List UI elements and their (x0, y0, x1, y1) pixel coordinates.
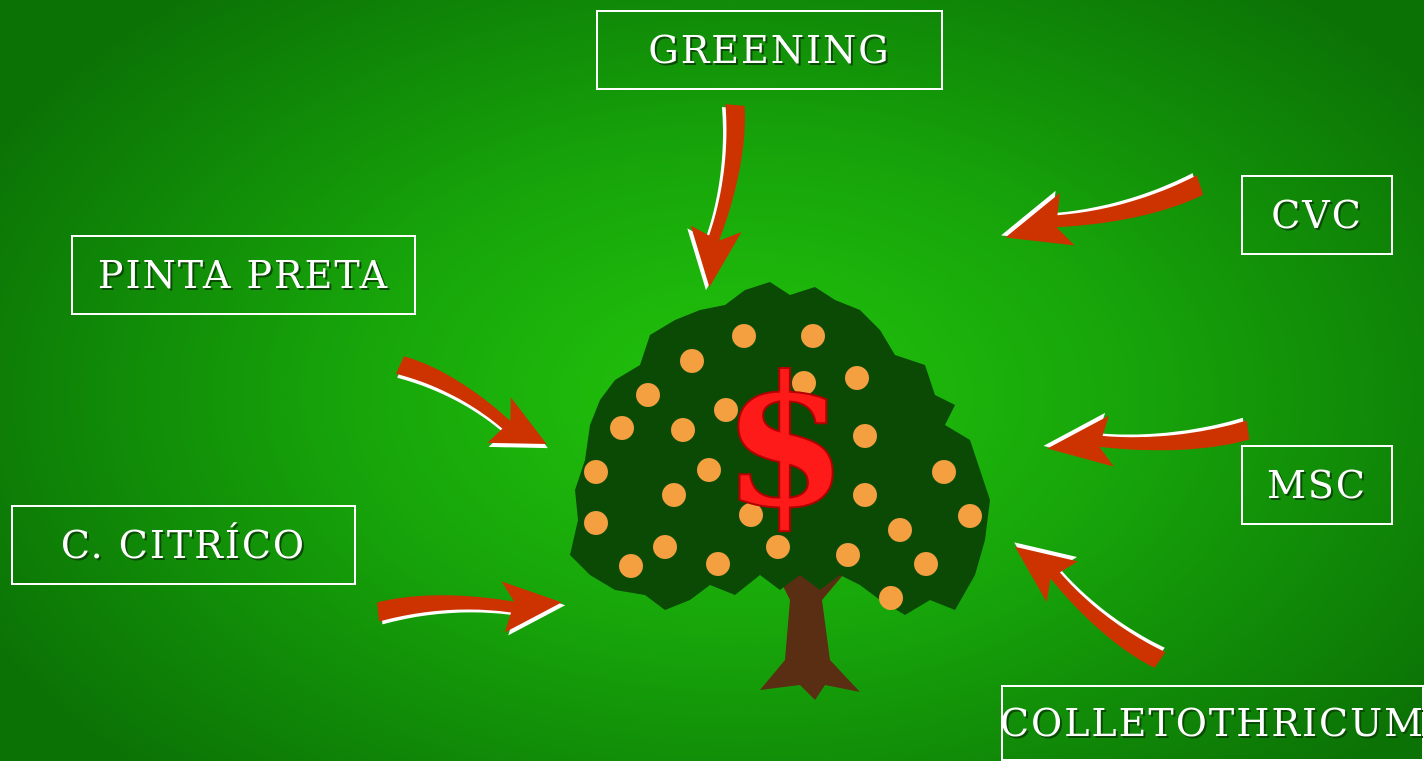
tree-fruits (584, 324, 982, 610)
arrow-pinta-preta (385, 349, 560, 470)
tree-foliage (570, 282, 990, 615)
label-greening: GREENING (596, 10, 943, 90)
label-c-citrico: C. CITRÍCO (11, 505, 356, 585)
arrow-c-citrico (376, 575, 568, 649)
arrow-msc (1040, 394, 1251, 476)
label-colletothricum: COLLETOTHRICUM (1000, 685, 1424, 761)
orange-tree-icon (570, 282, 990, 700)
label-msc: MSC (1241, 445, 1393, 525)
arrow-colletothricum (998, 522, 1180, 675)
arrow-greening (682, 102, 753, 293)
dollar-symbol: $ (722, 337, 847, 548)
arrow-cvc (993, 148, 1206, 265)
label-cvc: CVC (1241, 175, 1393, 255)
label-pinta-preta: PINTA PRETA (71, 235, 416, 315)
